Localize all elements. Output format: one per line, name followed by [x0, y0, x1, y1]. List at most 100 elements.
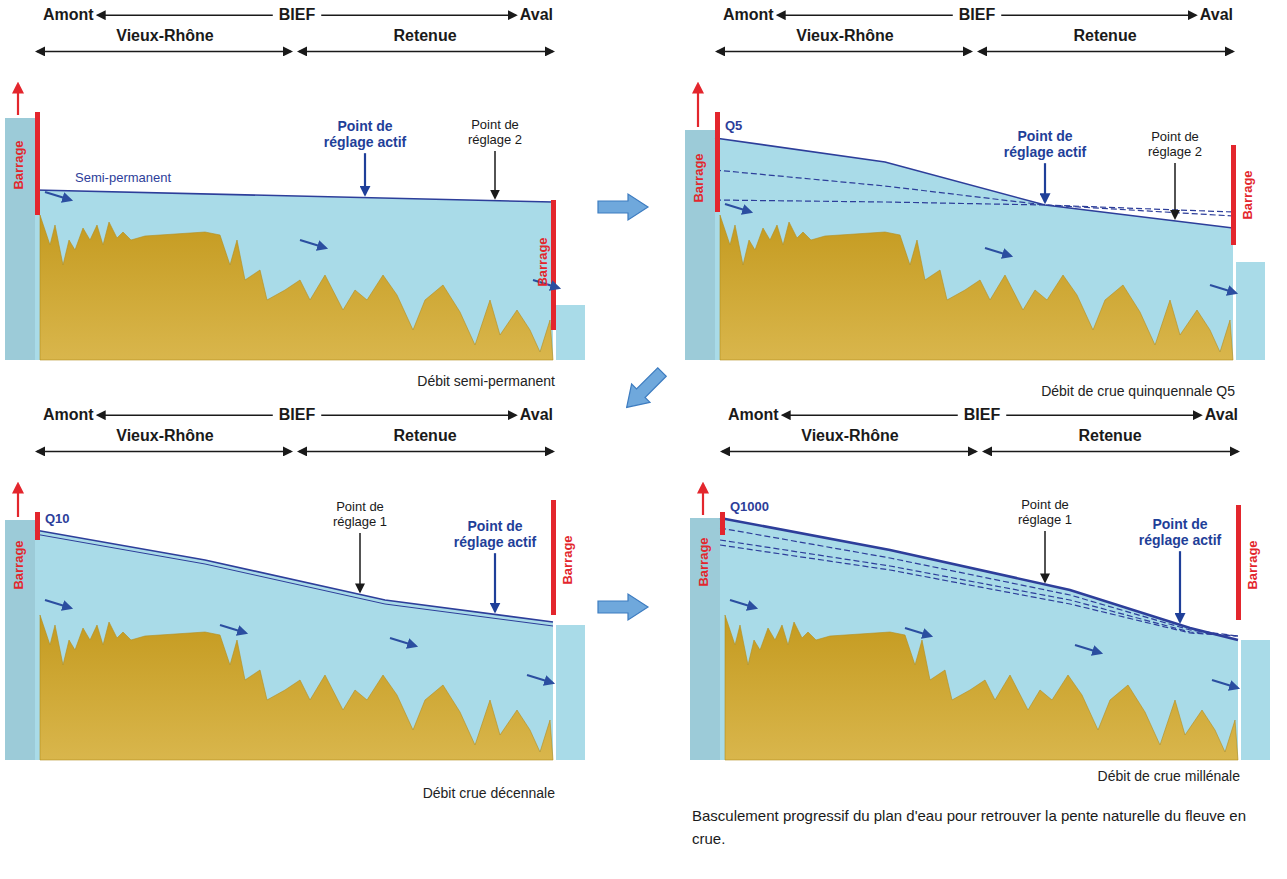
reach-label: BIEF	[959, 6, 995, 24]
dam-label: Barrage	[561, 535, 576, 584]
upstream-label: Amont	[43, 406, 94, 424]
control-point-label: Point de réglage actif	[315, 118, 415, 150]
lift-arrow	[702, 484, 704, 515]
river-bed	[720, 215, 1233, 360]
river-profile	[690, 484, 1270, 760]
extent-arrow	[299, 51, 553, 53]
flow-arrow	[985, 248, 1011, 256]
sequence-arrow	[598, 594, 648, 620]
annotation-arrows	[37, 15, 1238, 622]
zone-label: Retenue	[393, 427, 456, 445]
upstream-label: Amont	[43, 6, 94, 24]
lift-arrow	[17, 484, 19, 517]
upstream-label: Amont	[723, 6, 774, 24]
zone-label: Retenue	[1073, 27, 1136, 45]
reach-label: BIEF	[279, 6, 315, 24]
zone-label: Vieux-Rhône	[116, 27, 214, 45]
pointer-arrow	[1044, 163, 1046, 202]
water-surface	[35, 190, 553, 202]
zone-label: Vieux-Rhône	[796, 27, 894, 45]
extent-arrow	[783, 414, 958, 416]
extent-arrow	[984, 451, 1238, 453]
panel-caption: Débit de crue millénale	[1098, 768, 1240, 784]
panel-caption: Débit de crue quinquennale Q5	[1041, 383, 1235, 399]
extent-arrow	[98, 414, 273, 416]
zone-label: Vieux-Rhône	[116, 427, 214, 445]
flow-arrow	[1212, 680, 1238, 688]
downstream-label: Aval	[520, 6, 553, 24]
lift-arrow	[697, 84, 699, 127]
river-bed	[40, 615, 553, 760]
pointer-arrow	[364, 153, 366, 194]
pointer-arrow	[359, 533, 361, 592]
water-body	[720, 518, 1238, 760]
pointer-arrow	[1174, 163, 1176, 218]
river-bed	[725, 615, 1238, 760]
dam-gate	[551, 200, 556, 330]
flow-arrow	[1075, 645, 1101, 653]
previous-level	[720, 540, 1238, 636]
extent-arrow	[37, 51, 291, 53]
dam-label: Barrage	[1241, 170, 1256, 219]
flow-arrow	[220, 625, 246, 633]
extent-arrow	[778, 14, 953, 16]
zone-label: Vieux-Rhône	[801, 427, 899, 445]
extent-arrow	[321, 414, 516, 416]
previous-level	[720, 545, 1238, 636]
control-point-label: Point de réglage actif	[1130, 516, 1230, 548]
downstream-label: Aval	[1205, 406, 1238, 424]
upstream-water	[685, 130, 715, 360]
extent-arrow	[37, 451, 291, 453]
figure-caption: Basculement progressif du plan d'eau pou…	[692, 805, 1262, 850]
flow-arrow	[730, 600, 756, 608]
extent-arrow	[299, 451, 553, 453]
zone-label: Retenue	[1078, 427, 1141, 445]
downstream-water	[1241, 640, 1270, 760]
extent-arrow	[979, 51, 1233, 53]
extent-arrow	[717, 51, 971, 53]
panel-caption: Débit crue décennale	[423, 785, 555, 801]
control-point-label: Point de réglage 2	[459, 118, 531, 148]
dam-label: Barrage	[536, 237, 551, 286]
discharge-label: Q5	[725, 119, 742, 134]
river-profile	[5, 84, 585, 360]
dam-gate	[1231, 145, 1236, 245]
dam-gate	[35, 112, 40, 215]
downstream-water	[1236, 262, 1265, 360]
control-point-label: Point de réglage actif	[995, 128, 1095, 160]
dam-gate	[715, 112, 720, 212]
dam-label: Barrage	[12, 540, 27, 589]
panel-caption: Débit semi-permanent	[417, 373, 555, 389]
dam-gate	[551, 500, 556, 615]
water-body	[35, 190, 553, 360]
pointer-arrow	[494, 553, 496, 611]
reach-label: BIEF	[279, 406, 315, 424]
extent-arrow	[321, 14, 516, 16]
pointer-arrow	[494, 151, 496, 198]
discharge-label: Semi-permanent	[75, 171, 171, 186]
previous-level	[715, 170, 1233, 212]
flow-arrow	[45, 192, 71, 200]
flow-arrow	[1210, 285, 1236, 293]
flow-arrow	[725, 204, 751, 212]
dam-gate	[1236, 505, 1241, 620]
sequence-arrow	[617, 363, 671, 417]
dam-label: Barrage	[12, 140, 27, 189]
downstream-water	[556, 625, 585, 760]
water-body	[715, 138, 1233, 360]
control-point-label: Point de réglage actif	[445, 518, 545, 550]
zone-label: Retenue	[393, 27, 456, 45]
downstream-water	[556, 305, 585, 360]
extent-arrow	[98, 14, 273, 16]
downstream-label: Aval	[1200, 6, 1233, 24]
extent-arrow	[1006, 414, 1201, 416]
control-point-label: Point de réglage 1	[324, 500, 396, 530]
dam-label: Barrage	[697, 537, 712, 586]
flow-arrow	[527, 675, 553, 683]
control-point-label: Point de réglage 1	[1009, 498, 1081, 528]
river-profile	[5, 484, 585, 760]
control-point-label: Point de réglage 2	[1139, 130, 1211, 160]
flow-arrow	[390, 638, 416, 646]
flow-arrow	[905, 628, 931, 636]
